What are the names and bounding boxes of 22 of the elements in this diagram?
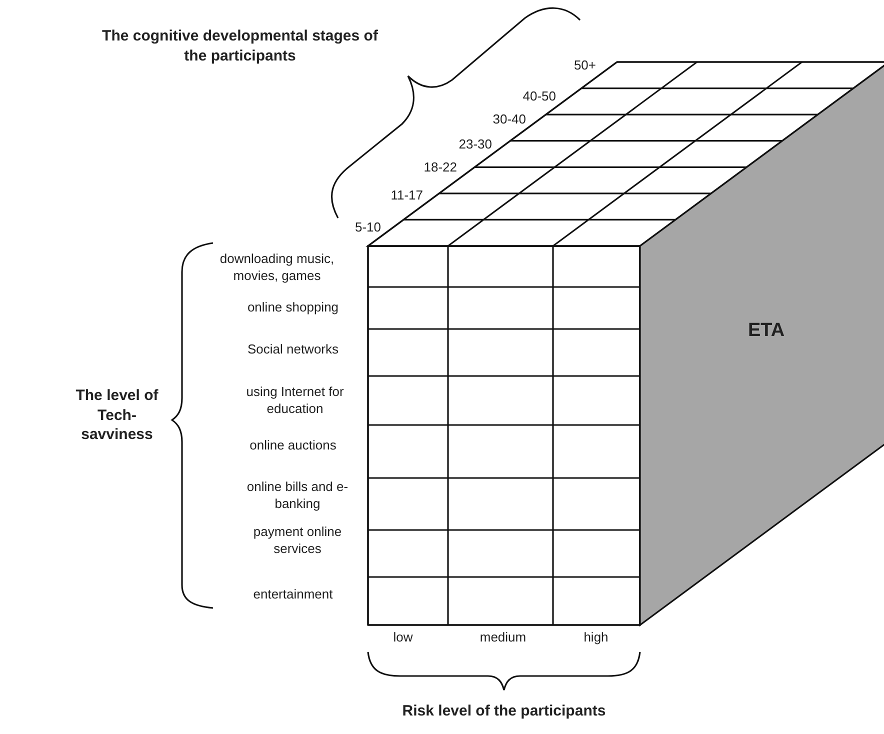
axis-title: The cognitive developmental stages of the participants [101,26,379,66]
activity-label: online bills and e-banking [246,479,350,513]
activity-label: online auctions [248,438,338,454]
age-label: 30-40 [492,112,526,128]
activity-label: payment online services [252,524,343,558]
age-label: 5-10 [354,220,381,236]
activity-label: online shopping [246,300,340,316]
column-label: low [392,630,414,646]
activity-label: downloading music, movies, games [218,251,336,285]
age-label: 40-50 [522,88,556,106]
activity-label: entertainment [252,586,334,604]
axis-title: The level of Tech-savviness [74,386,160,444]
age-label: 23-30 [458,136,492,154]
age-label: 18-22 [422,160,457,176]
activity-label: using Internet for education [245,384,345,418]
activity-label: Social networks [246,342,340,358]
face-label: ETA [748,320,785,342]
column-label: high [582,630,610,646]
column-label: medium [478,630,528,646]
axis-title: Risk level of the participants [401,701,607,721]
age-label: 50+ [572,58,596,74]
age-label: 11-17 [390,188,423,204]
